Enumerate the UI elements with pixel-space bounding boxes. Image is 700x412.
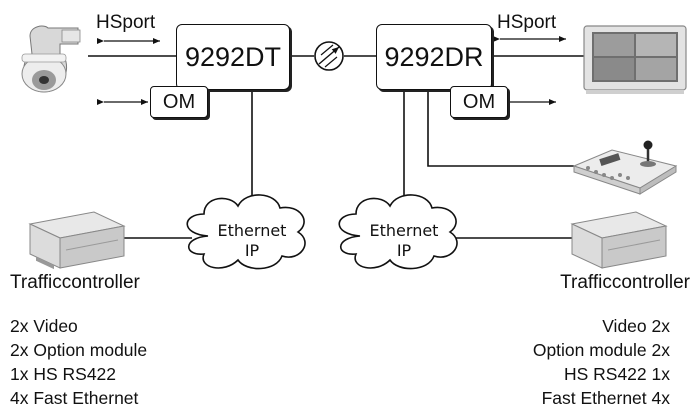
traffic-controller-left-icon [28, 211, 126, 270]
left-option-module: OM [150, 86, 208, 118]
left-spec-item: 4x Fast Ethernet [10, 388, 139, 408]
right-spec-item: Video 2x [602, 316, 670, 336]
right-option-module: OM [450, 86, 508, 118]
ethernet-cloud-right [338, 194, 458, 270]
left-option-module-label: OM [162, 90, 196, 113]
transmitter-unit: 9292DT [176, 24, 290, 90]
right-spec-list: Video 2x Option module 2x HS RS422 1x Fa… [533, 314, 670, 410]
fiber-optic-icon [314, 41, 344, 71]
cloud-right-line1: Ethernet [369, 221, 439, 240]
right-option-module-label: OM [462, 90, 496, 113]
dome-camera-icon [21, 25, 81, 93]
cloud-left-line2: IP [244, 241, 260, 260]
monitor-icon [583, 25, 687, 94]
left-controller-label: Trafficcontroller [10, 272, 140, 293]
right-spec-item: Fast Ethernet 4x [541, 388, 670, 408]
left-spec-list: 2x Video 2x Option module 1x HS RS422 4x… [10, 314, 147, 410]
cloud-left-line1: Ethernet [217, 221, 287, 240]
cloud-left-label: Ethernet IP [212, 221, 292, 261]
cloud-right-label: Ethernet IP [364, 221, 444, 261]
right-spec-item: Option module 2x [532, 340, 670, 360]
left-spec-item: 1x HS RS422 [10, 364, 117, 384]
receiver-unit: 9292DR [376, 24, 492, 90]
right-spec-item: HS RS422 1x [563, 364, 670, 384]
receiver-unit-label: 9292DR [384, 41, 484, 72]
ethernet-cloud-left [186, 194, 306, 270]
left-spec-item: 2x Option module [10, 340, 148, 360]
left-hsport-label: HSport [96, 12, 156, 33]
transmitter-unit-label: 9292DT [184, 41, 282, 72]
left-spec-item: 2x Video [10, 316, 78, 336]
right-controller-label: Trafficcontroller [560, 272, 690, 293]
traffic-controller-right-icon [570, 211, 668, 269]
keyboard-link [427, 90, 574, 167]
cloud-right-line2: IP [396, 241, 412, 260]
right-hsport-label: HSport [497, 12, 557, 33]
ptz-keyboard-icon [572, 140, 678, 195]
